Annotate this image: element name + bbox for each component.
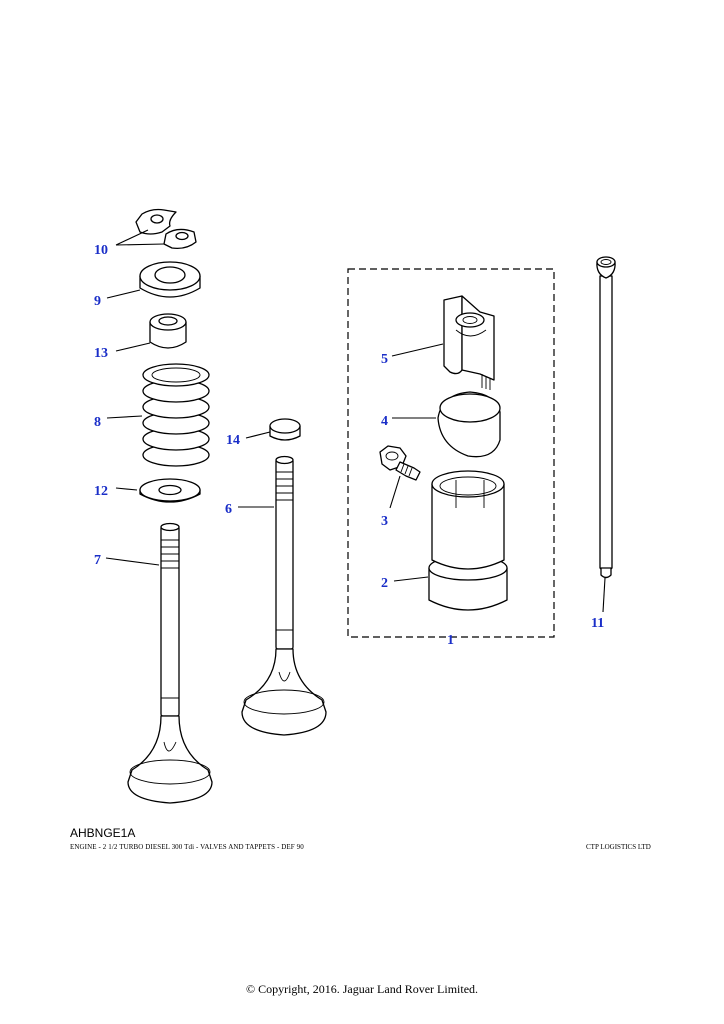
callout-5[interactable]: 5 [381,352,388,367]
diagram-code: AHBNGE1A [70,826,136,840]
roller-part [437,391,501,458]
tappet-body-part [428,470,508,611]
valve-middle-part [241,455,327,736]
callout-12[interactable]: 12 [94,484,108,499]
callout-2[interactable]: 2 [381,576,388,591]
callout-1[interactable]: 1 [447,633,454,648]
callout-9[interactable]: 9 [94,294,101,309]
spring-cap-part [139,261,201,298]
callout-11[interactable]: 11 [591,616,604,631]
callout-13[interactable]: 13 [94,346,108,361]
spring-seat-washer-part [139,478,201,503]
callout-14[interactable]: 14 [226,433,240,448]
copyright-notice: © Copyright, 2016. Jaguar Land Rover Lim… [245,982,479,996]
leader-lines [105,229,606,613]
callout-7[interactable]: 7 [94,553,101,568]
diagram-description: ENGINE - 2 1/2 TURBO DIESEL 300 Tdi - VA… [70,843,304,851]
callout-8[interactable]: 8 [94,415,101,430]
push-rod-part [596,256,616,579]
valve-spring-part [142,363,210,467]
valve-left-part [127,522,213,804]
callout-3[interactable]: 3 [381,514,388,529]
valve-collets-part [135,208,197,250]
publisher-name: CTP LOGISTICS LTD [586,843,651,851]
bolt-part [379,445,421,481]
valve-cap-part [269,418,301,441]
callout-4[interactable]: 4 [381,414,388,429]
tappet-kit-dashed-box [347,268,555,638]
valve-stem-seal-part [149,313,187,349]
roller-guide-part [443,295,495,390]
callout-6[interactable]: 6 [225,502,232,517]
callout-10[interactable]: 10 [94,243,108,258]
